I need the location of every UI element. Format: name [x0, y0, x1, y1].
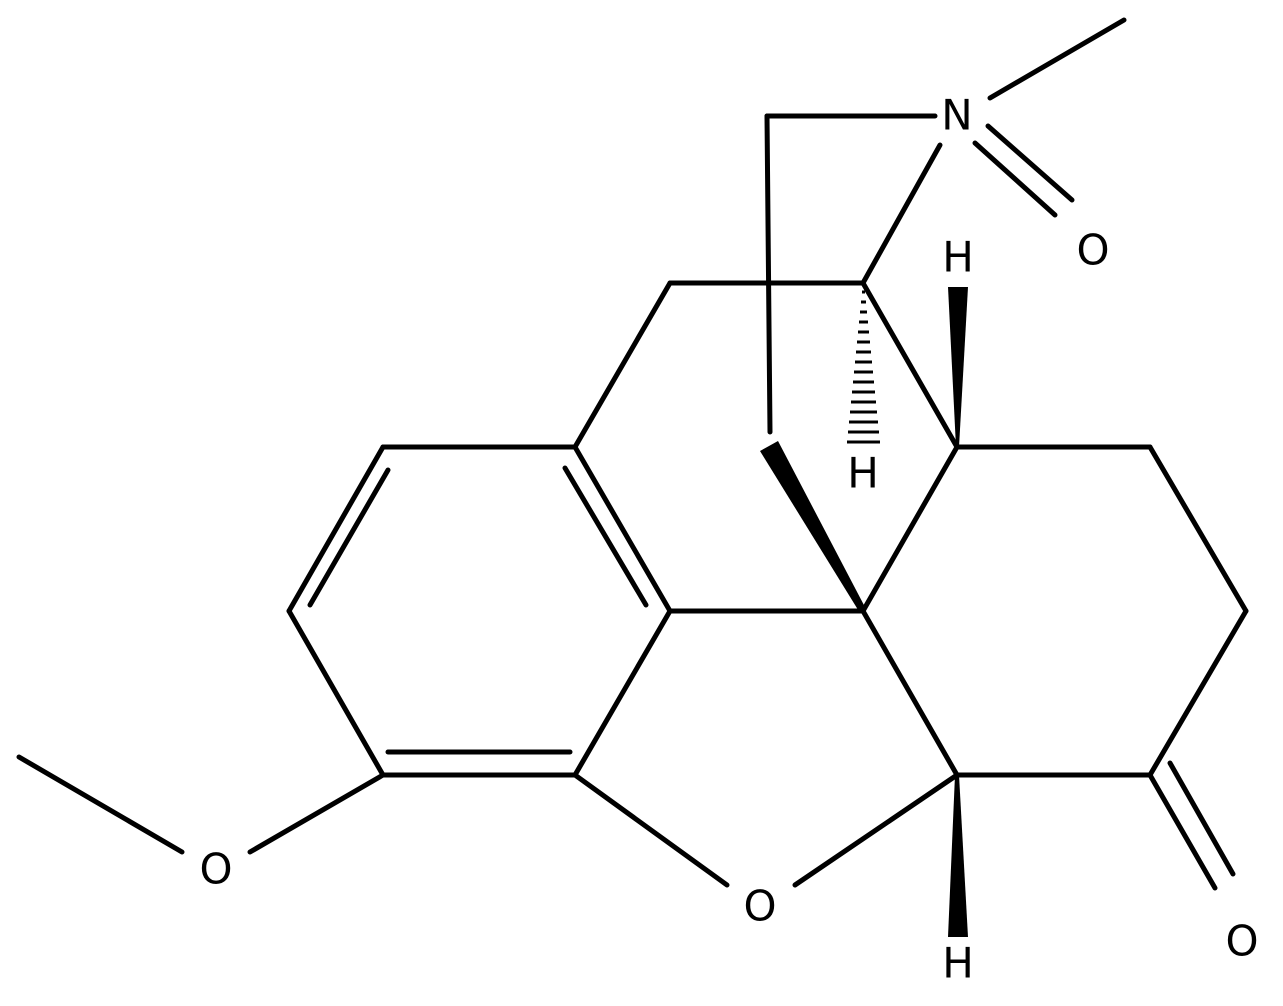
atom-h-bottom: H [942, 939, 974, 988]
atom-o-methoxy: O [199, 845, 232, 894]
atom-h-mid: H [847, 449, 879, 498]
atom-o-ketone: O [1225, 917, 1258, 966]
bond-ar-6-inner [562, 465, 649, 608]
atom-n-amine: N [941, 91, 972, 140]
wedge-h-bottom [948, 775, 968, 937]
bond-ketone-1 [1147, 772, 1218, 891]
bond-c5-oether [792, 772, 960, 888]
bond-n-oxide-2 [985, 123, 1075, 203]
bond-c4-oether [572, 772, 730, 888]
bond-n-c9 [860, 142, 943, 286]
stereo-bonds [760, 287, 968, 937]
bond-ar-5 [572, 608, 673, 778]
atom-o-noxide: O [1076, 226, 1109, 275]
bond-c9-c14 [860, 280, 960, 450]
bond-c10-c11 [572, 280, 673, 450]
bond-bridge-vertical [764, 113, 773, 435]
bond-c13-c14 [860, 444, 960, 614]
bond-c8-c7 [1147, 444, 1249, 614]
bond-ar-2-inner [307, 467, 391, 608]
wedge-h-top [948, 287, 968, 447]
bond-ar-3 [286, 608, 386, 778]
bond-ar-2 [286, 444, 386, 614]
bond-methoxy-methyl [16, 754, 185, 855]
bonds [16, 17, 1249, 891]
bond-ketone-2 [1167, 760, 1236, 877]
bond-c3-omethoxy [247, 772, 386, 855]
bond-ar-6 [572, 444, 673, 614]
bond-n-oxide-1 [972, 140, 1058, 218]
atom-o-ether: O [743, 882, 776, 931]
bond-c13-c5 [860, 608, 960, 778]
wedge-bridge-c13 [760, 441, 866, 613]
bond-n-methyl [987, 17, 1127, 101]
hash-h-mid [847, 290, 880, 444]
atom-h-top: H [942, 233, 974, 282]
bond-c7-c6 [1147, 608, 1249, 778]
atom-labels: N O H H O O H O [199, 91, 1258, 988]
